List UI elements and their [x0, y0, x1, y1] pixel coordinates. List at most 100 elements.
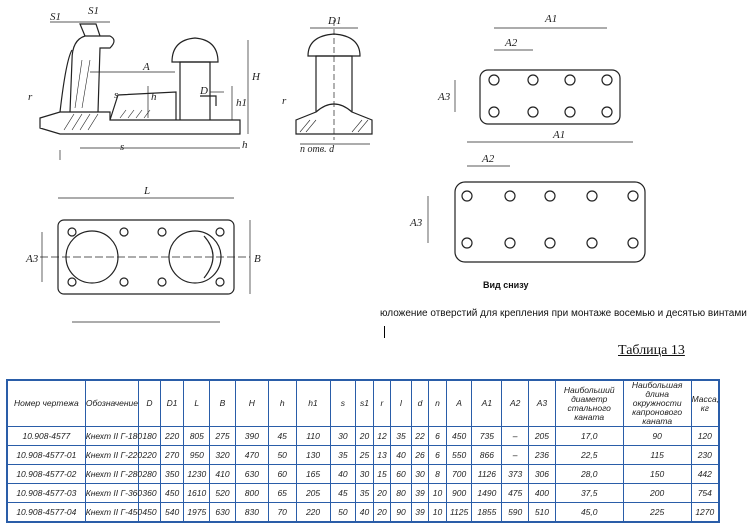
table-cell: 40	[390, 445, 412, 465]
table-cell: 39	[410, 483, 430, 503]
table-cell: 10.908-4577-02	[6, 464, 86, 484]
table-cell: 20	[355, 426, 374, 446]
dim-l: L	[143, 185, 150, 197]
table-cell: 90	[622, 426, 692, 446]
table-cell: 1270	[690, 502, 720, 523]
table-cell: Кнехт II Г-360	[84, 483, 142, 503]
table-cell: 10	[428, 502, 447, 523]
table-cell: 280	[138, 464, 161, 484]
table-cell: 373	[501, 464, 530, 484]
table-cell: 390	[234, 426, 269, 446]
table-cell: 442	[690, 464, 720, 484]
table-cell: 360	[138, 483, 161, 503]
table-cell: 60	[390, 464, 412, 484]
table-header-cell: D1	[159, 379, 185, 427]
table-cell: 700	[445, 464, 473, 484]
table-cell: 17,0	[554, 426, 624, 446]
table-cell: 410	[209, 464, 236, 484]
table-cell: 1855	[471, 502, 503, 523]
dim-s1-right: S1	[88, 5, 99, 17]
table-header-cell: d	[410, 379, 430, 427]
table-header-cell: A2	[501, 379, 530, 427]
table-cell: 12	[372, 426, 392, 446]
table-cell: 45	[329, 483, 357, 503]
table-cell: 39	[410, 502, 430, 523]
table-cell: 25	[355, 445, 374, 465]
table-header-cell: Обозначение	[84, 379, 140, 427]
table-cell: 1126	[471, 464, 503, 484]
plan-view	[40, 197, 251, 323]
dim-r-left: r	[28, 91, 33, 103]
table-cell: 475	[501, 483, 530, 503]
table-cell: Кнехт II Г-180	[84, 426, 142, 446]
dim-a: A	[142, 61, 150, 73]
table-cell: 50	[267, 445, 297, 465]
table-cell: 20	[372, 483, 392, 503]
table-cell: 130	[295, 445, 331, 465]
table-cell: 1490	[471, 483, 503, 503]
text-cursor	[384, 326, 385, 338]
table-cell: 520	[209, 483, 236, 503]
table-cell: 400	[528, 483, 556, 503]
table-cell: 22	[410, 426, 430, 446]
front-view	[295, 20, 373, 145]
table-cell: 180	[138, 426, 161, 446]
table-header-cell: Номер чертежа	[6, 379, 86, 427]
table-cell: 35	[390, 426, 412, 446]
table-cell: 205	[295, 483, 331, 503]
table-cell: 630	[234, 464, 269, 484]
table-cell: 45	[267, 426, 297, 446]
dim-s1-left: S1	[50, 11, 61, 23]
table-cell: 1975	[183, 502, 211, 523]
table-cell: 866	[471, 445, 503, 465]
table-cell: 6	[428, 426, 447, 446]
dim-a1-top: A1	[544, 13, 557, 25]
table-cell: 1230	[183, 464, 211, 484]
table-header-cell: l	[390, 379, 412, 427]
table-cell: 630	[209, 502, 236, 523]
table-cell: 30	[329, 426, 357, 446]
table-header-cell: D	[138, 379, 161, 427]
layout-eight-holes	[454, 27, 621, 125]
dim-r-right: r	[282, 95, 287, 107]
table-cell: 1125	[445, 502, 473, 523]
table-header-cell: Наибольшая длина окружности капронового …	[622, 379, 692, 427]
table-cell: 30	[410, 464, 430, 484]
table-header-cell: L	[183, 379, 211, 427]
table-cell: 22,5	[554, 445, 624, 465]
layout-ten-holes	[427, 141, 646, 263]
dim-h1: h1	[236, 97, 247, 109]
table-cell: 10.908-4577	[6, 426, 86, 446]
dim-s-mid: s	[114, 89, 118, 101]
dim-a3-left: A3	[25, 253, 39, 265]
table-cell: 320	[209, 445, 236, 465]
table-header-cell: A3	[528, 379, 556, 427]
table-cell: 10.908-4577-01	[6, 445, 86, 465]
table-cell: 220	[159, 426, 185, 446]
table-cell: 950	[183, 445, 211, 465]
table-cell: 350	[159, 464, 185, 484]
table-cell: 13	[372, 445, 392, 465]
table-cell: Кнехт II Г-450	[84, 502, 142, 523]
table-cell: 306	[528, 464, 556, 484]
dim-a1-bot: A1	[552, 129, 565, 141]
table-header-cell: A1	[471, 379, 503, 427]
dim-h-low: h	[242, 139, 248, 151]
table-cell: 220	[295, 502, 331, 523]
table-cell: –	[501, 426, 530, 446]
table-cell: 900	[445, 483, 473, 503]
table-cell: 28,0	[554, 464, 624, 484]
table-cell: 735	[471, 426, 503, 446]
table-cell: 115	[622, 445, 692, 465]
table-cell: 165	[295, 464, 331, 484]
table-cell: 450	[159, 483, 185, 503]
table-cell: 45,0	[554, 502, 624, 523]
table-header-cell: B	[209, 379, 236, 427]
table-header-cell: A	[445, 379, 473, 427]
